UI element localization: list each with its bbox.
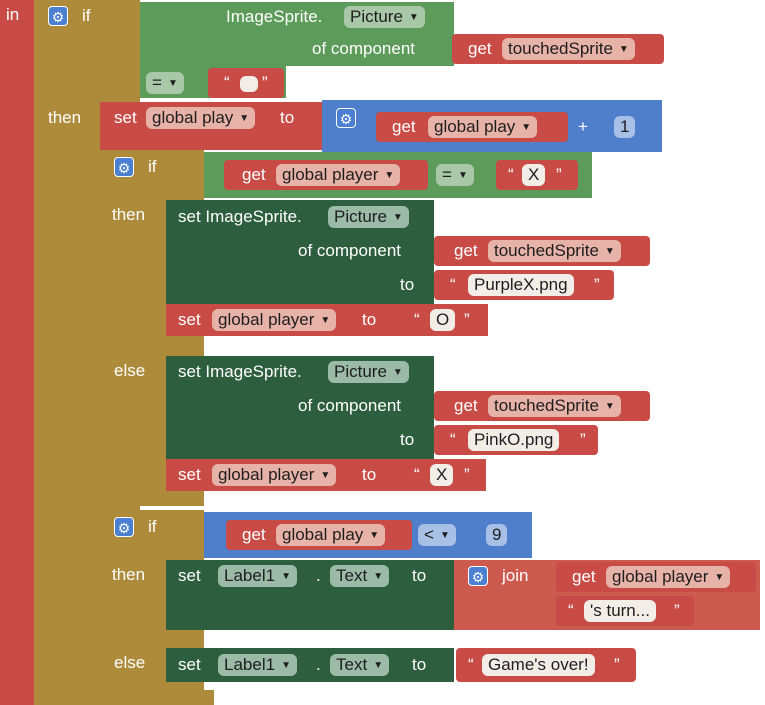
if-keyword: if (148, 157, 157, 176)
get-label: get (392, 117, 416, 136)
string-x-field[interactable]: X (522, 164, 546, 186)
to-label: to (400, 430, 415, 449)
label1-dropdown[interactable]: Label1▼ (218, 565, 297, 587)
gear-icon[interactable]: ⚙ (48, 6, 68, 26)
text-dropdown[interactable]: Text▼ (330, 654, 390, 676)
game-over-string-field[interactable]: Game's over! (482, 654, 595, 676)
in-label: in (6, 5, 20, 24)
empty-string-field[interactable] (240, 76, 258, 92)
quote-open: “ (224, 73, 230, 92)
pinko-string-field[interactable]: PinkO.png (468, 429, 560, 451)
quote-close: ” (464, 310, 470, 329)
to-label: to (362, 465, 377, 484)
quote-open: “ (450, 275, 456, 294)
set-label: set (178, 465, 201, 484)
equals-dropdown[interactable]: =▼ (436, 164, 474, 186)
number-one-field[interactable]: 1 (614, 116, 636, 138)
set-imagesprite-label: set ImageSprite. (178, 362, 302, 381)
quote-open: “ (414, 310, 420, 329)
triangle-down-icon: ▼ (408, 12, 419, 23)
event-block-edge[interactable] (0, 0, 34, 705)
dot-label: . (316, 566, 321, 585)
gear-icon[interactable]: ⚙ (336, 108, 356, 128)
string-o-field[interactable]: O (430, 309, 456, 331)
if-keyword: if (82, 6, 91, 25)
then-keyword: then (112, 205, 146, 224)
to-label: to (280, 108, 295, 127)
global-player-dropdown[interactable]: global player▼ (212, 309, 337, 331)
get-label: get (468, 39, 492, 58)
to-label: to (412, 655, 427, 674)
plus-label: + (578, 117, 588, 136)
of-component-label: of component (298, 396, 402, 415)
set-label: set (114, 108, 137, 127)
set-label1-text-block[interactable] (166, 560, 454, 630)
join-label: join (502, 566, 529, 585)
to-label: to (362, 310, 377, 329)
get-label: get (242, 525, 266, 544)
touchedsprite-dropdown[interactable]: touchedSprite▼ (488, 395, 621, 417)
quote-open: “ (414, 465, 420, 484)
quote-close: ” (614, 655, 620, 674)
dot-label: . (316, 655, 321, 674)
global-player-dropdown[interactable]: global player▼ (212, 464, 337, 486)
touchedsprite-dropdown[interactable]: touchedSprite▼ (488, 240, 621, 262)
quote-open: “ (468, 655, 474, 674)
string-x-field[interactable]: X (430, 464, 454, 486)
set-imagesprite-label: set ImageSprite. (178, 207, 302, 226)
global-play-dropdown[interactable]: global play▼ (276, 524, 386, 546)
touchedsprite-dropdown[interactable]: touchedSprite▼ (502, 38, 635, 60)
equals-dropdown[interactable]: =▼ (146, 72, 184, 94)
purplex-string-field[interactable]: PurpleX.png (468, 274, 574, 296)
quote-close: ” (580, 430, 586, 449)
set-label: set (178, 566, 201, 585)
to-label: to (412, 566, 427, 585)
text-dropdown[interactable]: Text▼ (330, 565, 390, 587)
if-keyword: if (148, 517, 157, 536)
gear-icon[interactable]: ⚙ (468, 566, 488, 586)
global-play-dropdown[interactable]: global play▼ (428, 116, 538, 138)
of-component-label: of component (298, 241, 402, 260)
else-keyword: else (114, 653, 146, 672)
turn-string-field[interactable]: 's turn... (584, 600, 656, 622)
then-keyword: then (112, 565, 146, 584)
picture-dropdown[interactable]: Picture▼ (344, 6, 425, 28)
quote-close: ” (594, 275, 600, 294)
to-label: to (400, 275, 415, 294)
gear-icon[interactable]: ⚙ (114, 157, 134, 177)
get-label: get (242, 165, 266, 184)
picture-dropdown[interactable]: Picture▼ (328, 206, 409, 228)
then-keyword: then (48, 108, 82, 127)
quote-open: “ (568, 601, 574, 620)
quote-open: “ (450, 430, 456, 449)
get-label: get (454, 396, 478, 415)
picture-dropdown[interactable]: Picture▼ (328, 361, 409, 383)
set-label: set (178, 655, 201, 674)
number-nine-field[interactable]: 9 (486, 524, 508, 546)
less-than-dropdown[interactable]: <▼ (418, 524, 456, 546)
else-keyword: else (114, 361, 146, 380)
get-label: get (572, 567, 596, 586)
label1-dropdown[interactable]: Label1▼ (218, 654, 297, 676)
get-label: get (454, 241, 478, 260)
quote-close: ” (464, 465, 470, 484)
quote-close: ” (262, 73, 268, 92)
set-label1-text-block[interactable] (166, 648, 454, 682)
imagesprite-label: ImageSprite. (226, 7, 323, 26)
quote-open: “ (508, 165, 514, 184)
quote-close: ” (556, 165, 562, 184)
global-player-dropdown[interactable]: global player▼ (276, 164, 401, 186)
quote-close: ” (674, 601, 680, 620)
global-play-dropdown[interactable]: global play▼ (146, 107, 256, 129)
set-label: set (178, 310, 201, 329)
gear-icon[interactable]: ⚙ (114, 517, 134, 537)
global-player-dropdown[interactable]: global player▼ (606, 566, 731, 588)
of-component-label: of component (312, 39, 416, 58)
